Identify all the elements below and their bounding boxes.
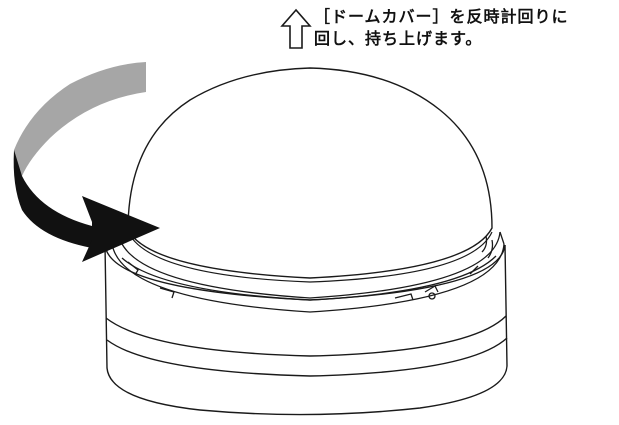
instruction-text: ［ドームカバー］を反時計回りに 回し、持ち上げます。 [314,6,614,50]
trim-ring [111,231,505,313]
up-arrow-icon [280,8,312,49]
rotate-arrow-icon [13,62,160,262]
instruction-line-2: 回し、持ち上げます。 [314,29,483,48]
instruction-line-1: ［ドームカバー］を反時計回りに [314,7,569,26]
dome-cover [127,67,493,283]
